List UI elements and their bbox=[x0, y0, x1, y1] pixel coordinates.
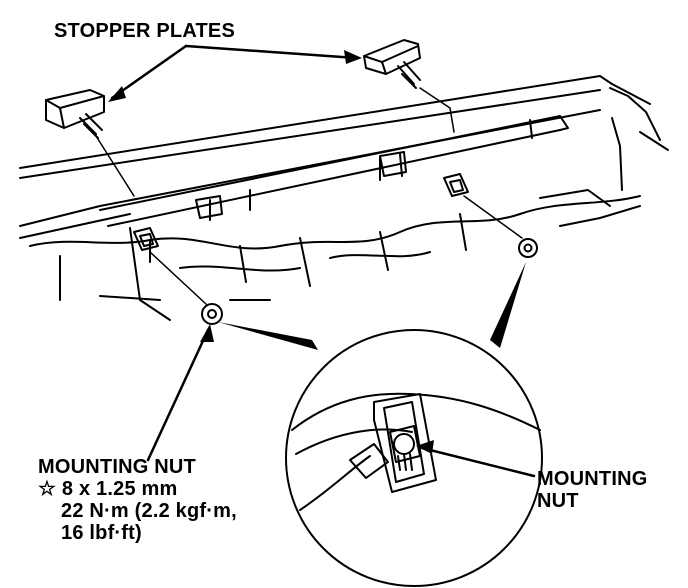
mounting-nut-detail-line1: MOUNTING bbox=[537, 468, 648, 490]
stopper-plate-left bbox=[45, 89, 105, 139]
detail-circle bbox=[285, 329, 543, 587]
torque-spec-line1: 22 N·m (2.2 kgf·m, bbox=[61, 500, 237, 522]
arrowhead-stopper-left bbox=[108, 86, 126, 102]
mounting-nut-spec-label: MOUNTING NUT ☆ 8 x 1.25 mm 22 N·m (2.2 k… bbox=[38, 456, 237, 544]
mounting-nut-right-part bbox=[518, 238, 538, 258]
arrowhead-nut-right bbox=[416, 440, 434, 454]
mounting-nut-detail-line2: NUT bbox=[537, 490, 579, 512]
magnifier-wedge-right bbox=[490, 262, 526, 348]
mounting-nut-detail-label: MOUNTING NUT bbox=[537, 468, 647, 512]
nut-arrow-right bbox=[420, 446, 536, 478]
radiator-support bbox=[29, 189, 641, 321]
mounting-slot-right bbox=[443, 173, 469, 197]
arrowhead-stopper-right bbox=[344, 50, 362, 64]
mounting-nut-left-part bbox=[201, 303, 223, 325]
mounting-slot-left bbox=[133, 227, 159, 251]
stopper-plate-right bbox=[363, 39, 421, 89]
stopper-plates-label: STOPPER PLATES bbox=[54, 20, 235, 42]
torque-spec-line2: 16 lbf·ft) bbox=[61, 522, 142, 544]
stopper-arrow-left bbox=[110, 44, 188, 100]
mounting-nut-title: MOUNTING NUT bbox=[38, 456, 196, 478]
hood-panel-outline bbox=[19, 75, 669, 239]
arrowhead-nut-left bbox=[200, 324, 214, 342]
magnifier-wedge-left bbox=[218, 322, 318, 350]
retaining-rail bbox=[99, 115, 569, 227]
stopper-arrow-right bbox=[184, 44, 358, 60]
nut-arrow-left bbox=[146, 328, 210, 462]
thread-spec: ☆ 8 x 1.25 mm bbox=[38, 478, 178, 500]
